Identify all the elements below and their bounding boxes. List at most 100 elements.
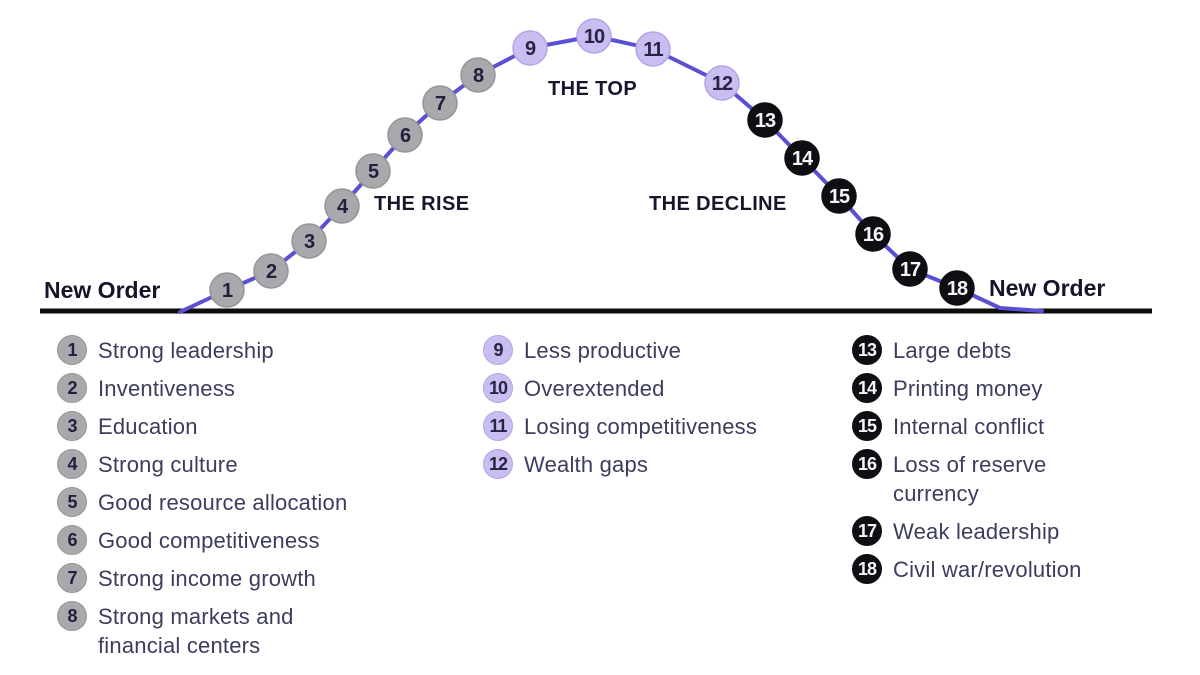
legend-label: Losing competitiveness (524, 414, 758, 439)
node-circle (253, 253, 289, 289)
node-circle (355, 153, 391, 189)
legend-item-6: 6 Good competitiveness (57, 525, 347, 555)
node-circle (704, 65, 740, 101)
legend-label: Large debts (893, 338, 1012, 363)
node-number: 7 (435, 93, 446, 115)
legend-label: Weak leadership (893, 519, 1060, 544)
legend-badge: 10 (483, 373, 513, 403)
node-number: 1 (222, 280, 233, 302)
new-order-left-label: New Order (44, 277, 161, 303)
legend-badge: 12 (483, 449, 513, 479)
legend-item-15: 15 Internal conflict (852, 411, 1082, 441)
legend-label: Internal conflict (893, 414, 1045, 439)
node-number: 10 (584, 26, 605, 48)
node-circle (324, 188, 360, 224)
legend-label: Good competitiveness (98, 528, 320, 553)
node-number: 5 (368, 161, 379, 183)
node-circle (460, 57, 496, 93)
curve-node-2: 2 (253, 253, 289, 289)
legend-badge: 17 (852, 516, 882, 546)
node-number: 14 (792, 148, 814, 170)
node-circle (291, 223, 327, 259)
legend-badge: 15 (852, 411, 882, 441)
legend-label: Strong leadership (98, 338, 274, 363)
legend-badge: 18 (852, 554, 882, 584)
node-circle (855, 216, 891, 252)
the-top-label: THE TOP (548, 78, 638, 100)
legend-badge: 13 (852, 335, 882, 365)
node-number: 17 (900, 259, 921, 281)
curve-node-9: 9 (512, 30, 548, 66)
legend-item-2: 2 Inventiveness (57, 373, 347, 403)
legend-label: Inventiveness (98, 376, 236, 401)
legend-badge: 6 (57, 525, 87, 555)
curve-node-7: 7 (422, 85, 458, 121)
node-circle (422, 85, 458, 121)
curve-node-16: 16 (855, 216, 891, 252)
legend-badge: 3 (57, 411, 87, 441)
node-number: 11 (643, 39, 663, 61)
node-circle (892, 251, 928, 287)
curve-node-15: 15 (821, 178, 857, 214)
node-number: 16 (863, 224, 884, 246)
legend-badge: 7 (57, 563, 87, 593)
curve-node-1: 1 (209, 272, 245, 308)
node-circle (821, 178, 857, 214)
legend-item-7: 7 Strong income growth (57, 563, 347, 593)
the-decline-label: THE DECLINE (649, 193, 787, 215)
node-circle (635, 31, 671, 67)
curve-node-5: 5 (355, 153, 391, 189)
legend-badge: 14 (852, 373, 882, 403)
legend-item-10: 10 Overextended (483, 373, 757, 403)
legend-badge: 8 (57, 601, 87, 631)
legend-badge: 2 (57, 373, 87, 403)
node-number: 3 (304, 231, 315, 253)
node-circle (512, 30, 548, 66)
legend-item-8: 8 Strong markets and financial centers (57, 601, 347, 660)
legend-label: Strong markets and financial centers (98, 604, 294, 658)
legend-badge: 4 (57, 449, 87, 479)
node-circle (387, 117, 423, 153)
legend-item-3: 3 Education (57, 411, 347, 441)
the-rise-label: THE RISE (374, 193, 470, 215)
legend-label: Overextended (524, 376, 665, 401)
curve-node-11: 11 (635, 31, 671, 67)
curve-node-12: 12 (704, 65, 740, 101)
legend-label: Good resource allocation (98, 490, 348, 515)
legend-item-11: 11 Losing competitiveness (483, 411, 757, 441)
node-number: 12 (712, 73, 733, 95)
curve-node-13: 13 (747, 102, 783, 138)
legend-item-5: 5 Good resource allocation (57, 487, 347, 517)
legend-label: Strong income growth (98, 566, 316, 591)
legend-badge: 11 (483, 411, 513, 441)
legend-label: Loss of reserve currency (893, 452, 1047, 506)
curve-node-14: 14 (784, 140, 820, 176)
node-number: 13 (755, 110, 776, 132)
curve-node-18: 18 (939, 270, 975, 306)
curve-node-17: 17 (892, 251, 928, 287)
node-circle (209, 272, 245, 308)
legend-item-13: 13 Large debts (852, 335, 1082, 365)
node-number: 8 (473, 65, 484, 87)
curve-node-3: 3 (291, 223, 327, 259)
legend-badge: 9 (483, 335, 513, 365)
legend-label: Education (98, 414, 198, 439)
node-number: 4 (337, 196, 349, 218)
node-circle (747, 102, 783, 138)
node-number: 18 (947, 278, 968, 300)
new-order-right-label: New Order (989, 275, 1106, 301)
legend-badge: 5 (57, 487, 87, 517)
node-circle (576, 18, 612, 54)
legend-label: Civil war/revolution (893, 557, 1082, 582)
node-circle (939, 270, 975, 306)
